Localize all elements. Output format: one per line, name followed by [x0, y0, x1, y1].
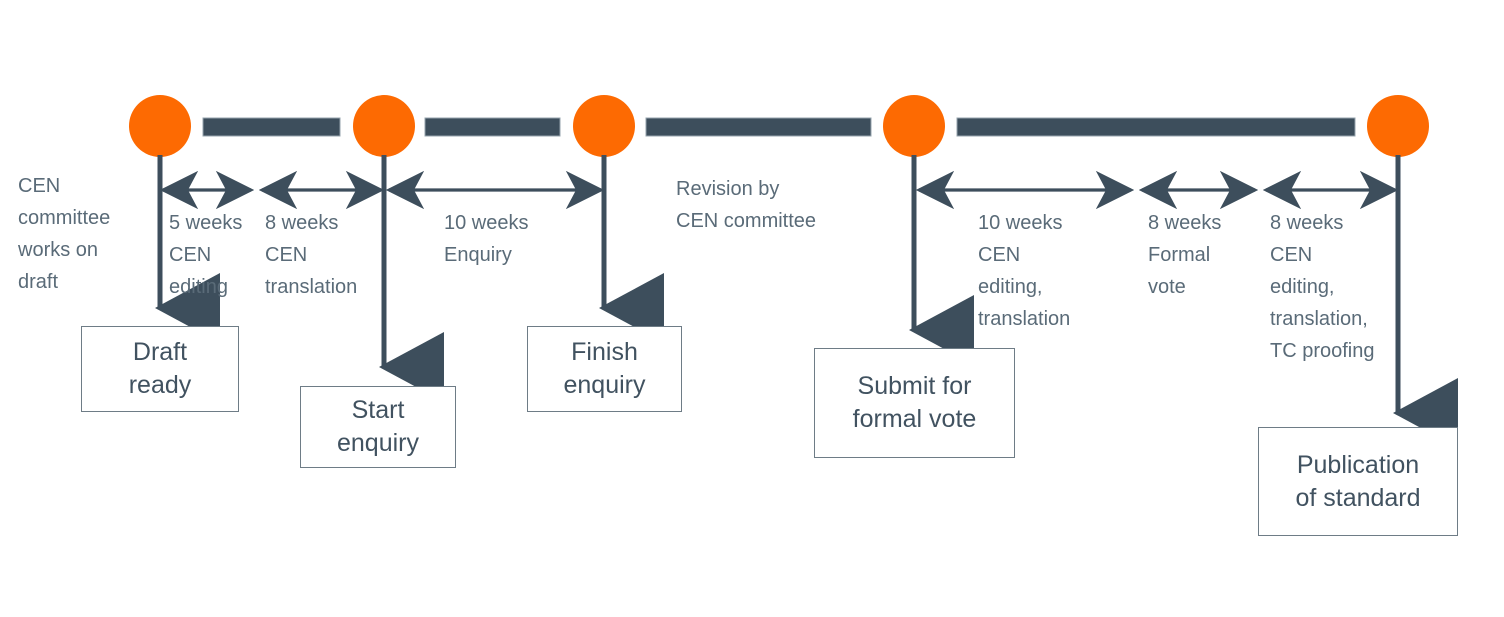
milestone-box-submit-formal-vote[interactable]: Submit for formal vote	[814, 348, 1015, 458]
milestone-dot-publication[interactable]	[1367, 95, 1429, 157]
phase-label-cen-translation-duration: 8 weeks	[265, 212, 339, 234]
milestone-dot-draft-ready[interactable]	[129, 95, 191, 157]
phase-label-formal-vote-activity: Formal vote	[1148, 244, 1211, 298]
milestone-dot-finish-enquiry[interactable]	[573, 95, 635, 157]
phase-label-enquiry-activity: Enquiry	[444, 244, 512, 266]
milestone-dot-submit-formal-vote[interactable]	[883, 95, 945, 157]
milestone-box-draft-ready[interactable]: Draft ready	[81, 326, 239, 412]
annotation-revision-by-cen: Revision by CEN committee	[676, 178, 817, 232]
phase-label-cen-editing-1-duration: 5 weeks	[169, 212, 243, 234]
track-segment-1	[202, 117, 341, 137]
annotation-pre-draft: CEN committee works on draft	[18, 175, 111, 293]
phase-label-cen-translation-activity: CEN translation	[265, 244, 358, 298]
milestone-dots	[129, 95, 1429, 157]
track-segment-2	[424, 117, 561, 137]
milestone-box-finish-enquiry[interactable]: Finish enquiry	[527, 326, 682, 412]
timeline-track	[202, 117, 1356, 137]
phase-label-cen-editing-1-activity: CEN editing	[169, 244, 228, 298]
phase-label-cen-editing-3-duration: 8 weeks	[1270, 212, 1344, 234]
phase-label-cen-editing-2-duration: 10 weeks	[978, 212, 1063, 234]
phase-label-cen-editing-3-activity: CEN editing, translation, TC proofing	[1270, 244, 1375, 362]
phase-label-formal-vote-duration: 8 weeks	[1148, 212, 1222, 234]
milestone-dot-start-enquiry[interactable]	[353, 95, 415, 157]
phase-label-enquiry-duration: 10 weeks	[444, 212, 529, 234]
milestone-box-start-enquiry[interactable]: Start enquiry	[300, 386, 456, 468]
phase-label-cen-editing-2-activity: CEN editing, translation	[978, 244, 1071, 330]
track-segment-3	[645, 117, 872, 137]
milestone-box-publication[interactable]: Publication of standard	[1258, 427, 1458, 536]
track-segment-4	[956, 117, 1356, 137]
